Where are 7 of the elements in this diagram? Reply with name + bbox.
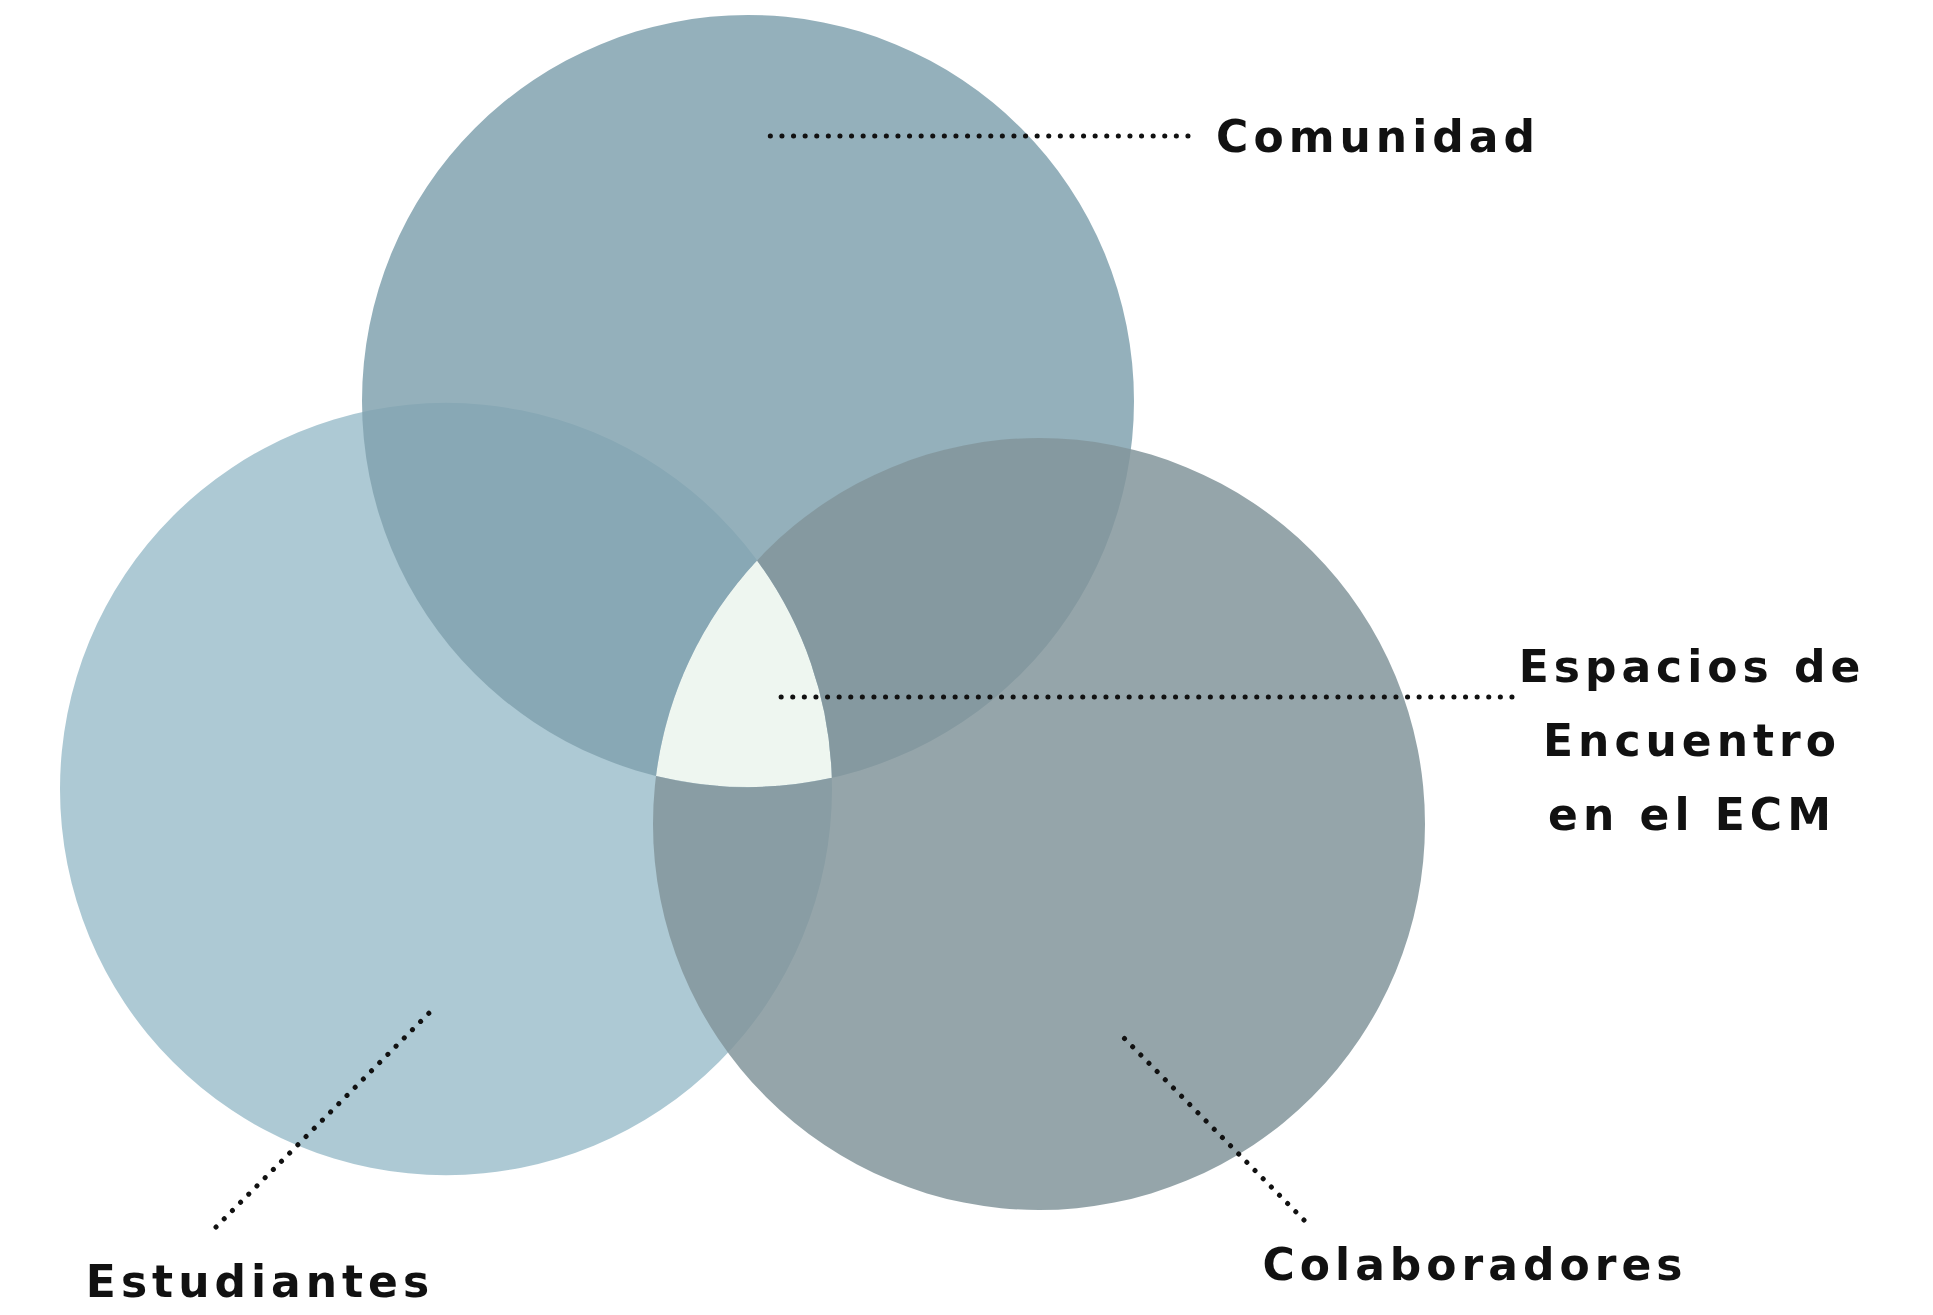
leader-line: [1119, 1033, 1307, 1223]
circle-label: Colaboradores: [1180, 1228, 1770, 1302]
circle-label: Comunidad: [1188, 100, 1568, 174]
leader-line: [767, 133, 1191, 139]
circle-label: Espacios de Encuentro en el ECM: [1512, 630, 1872, 852]
venn-intersection: [656, 560, 832, 787]
circle-label: Estudiantes: [20, 1245, 500, 1315]
